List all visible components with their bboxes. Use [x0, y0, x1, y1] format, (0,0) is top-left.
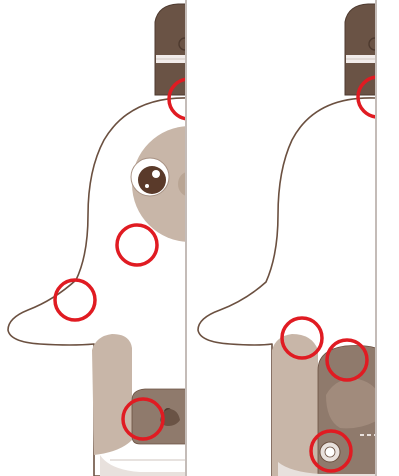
snout-icon	[178, 172, 185, 196]
highlight-circle-icon	[53, 278, 97, 322]
highlight-circle-icon	[325, 338, 369, 382]
belly-patch	[92, 334, 132, 455]
highlight-circle-icon	[309, 429, 353, 473]
back-view-panel	[197, 0, 377, 476]
robot-head-top-icon	[344, 3, 375, 96]
highlight-circle-icon	[115, 223, 159, 267]
front-view-panel	[7, 0, 187, 476]
highlight-circle-icon	[280, 316, 324, 360]
highlight-circle-icon	[167, 77, 185, 121]
highlight-circle-icon	[121, 397, 165, 441]
robot-head-top-icon	[154, 3, 185, 96]
head-sensor-dot	[178, 37, 185, 51]
highlight-circle-icon	[356, 75, 375, 119]
foot-pad-icon	[131, 388, 185, 445]
